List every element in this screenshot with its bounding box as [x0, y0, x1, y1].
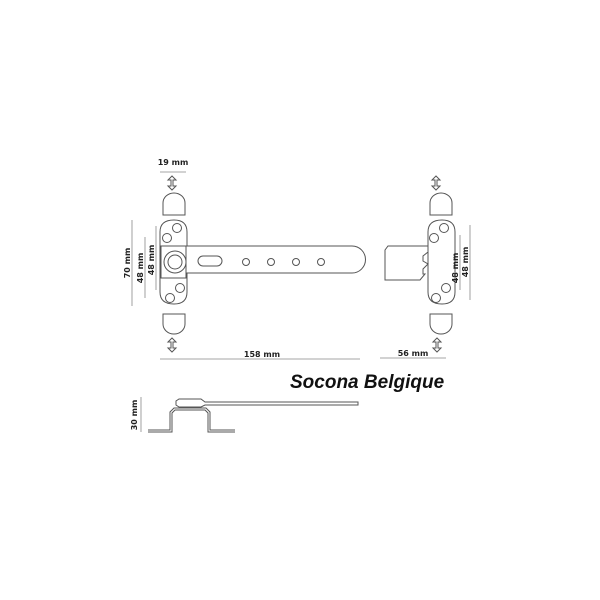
bottom-cap — [162, 313, 186, 335]
front-view: 19 mm 70 mm 48 mm 48 mm 158 mm — [123, 158, 366, 360]
handle-arm — [184, 245, 366, 274]
screw — [429, 233, 439, 243]
screw — [441, 283, 451, 293]
dim-label-48c: 48 mm — [451, 253, 460, 284]
bottom-cap — [429, 313, 453, 335]
dim-label-30: 30 mm — [130, 400, 139, 431]
dim-label-48a: 48 mm — [136, 253, 145, 284]
screw — [431, 293, 441, 303]
dim-label-158: 158 mm — [244, 350, 280, 359]
screw — [162, 233, 172, 243]
profile-base-inner — [148, 409, 235, 433]
dim-label-19: 19 mm — [158, 158, 189, 167]
vertical-arrow-icon — [431, 337, 443, 353]
dim-label-48d: 48 mm — [461, 247, 470, 278]
profile-arm — [175, 398, 359, 408]
dim-label-56: 56 mm — [398, 349, 429, 358]
screw — [172, 223, 182, 233]
dim-label-70: 70 mm — [123, 248, 132, 279]
hole — [267, 258, 275, 266]
screw — [165, 293, 175, 303]
vertical-arrow-icon — [430, 175, 442, 191]
top-cap — [162, 192, 186, 216]
hole — [292, 258, 300, 266]
top-cap — [429, 192, 453, 216]
lever-side — [384, 245, 429, 281]
slot — [197, 255, 223, 267]
brand-label: Socona Belgique — [290, 372, 445, 393]
dim-label-48b: 48 mm — [147, 245, 156, 276]
pivot-inner — [167, 254, 183, 270]
side-view: 48 mm 48 mm 56 mm — [380, 175, 471, 359]
profile-base — [148, 407, 235, 431]
vertical-arrow-icon — [166, 175, 178, 191]
screw — [175, 283, 185, 293]
screw — [439, 223, 449, 233]
vertical-arrow-icon — [166, 337, 178, 353]
hole — [242, 258, 250, 266]
profile-view: 30 mm — [130, 397, 359, 433]
hole — [317, 258, 325, 266]
